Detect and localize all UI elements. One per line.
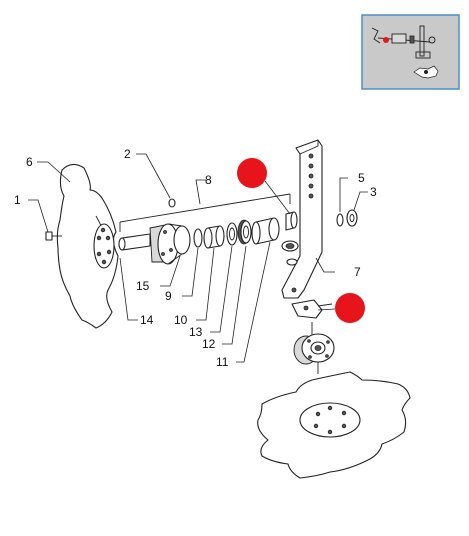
lower-blade-bolt-holes [313,405,347,435]
hub-assembly-lower [293,322,335,374]
label-9: 9 [165,289,172,303]
label-8: 8 [205,173,212,187]
arm-adjustment-holes [308,153,314,199]
grease-nipple [168,198,176,208]
bearing-inner [203,225,225,249]
blade-bolt-holes [96,227,112,265]
label-7: 7 [354,265,361,279]
mounting-arm [281,139,323,299]
label-11: 11 [216,355,229,369]
seal-ring [193,228,203,248]
bolt [45,231,62,241]
label-1: 1 [14,193,21,207]
overview-thumbnail[interactable] [361,14,460,90]
part-number-labels: 1 2 3 5 6 7 8 9 10 11 12 13 14 15 [14,147,377,369]
hub [149,223,191,265]
highlight-marker-lower[interactable] [317,293,365,323]
label-10: 10 [174,313,188,327]
nut [285,211,298,231]
label-13: 13 [189,325,203,339]
leader-lines [28,153,368,363]
disc-blade-left [56,163,119,329]
bushing [251,217,280,245]
washer [336,213,344,227]
label-14: 14 [140,313,154,327]
spacer-ring [226,222,238,246]
bearing-outer [237,219,252,245]
label-5: 5 [358,171,365,185]
highlight-marker-upper[interactable] [237,158,291,215]
label-2: 2 [124,147,131,161]
label-6: 6 [26,155,33,169]
mounting-plate [291,299,333,319]
label-12: 12 [202,337,216,351]
disc-blade-lower [257,371,411,479]
thumbnail-sketch [371,25,439,79]
axle-shaft [118,233,151,251]
assembly-bracket [119,193,291,232]
lock-nut [346,209,358,227]
label-15: 15 [136,279,150,293]
label-3: 3 [370,185,377,199]
